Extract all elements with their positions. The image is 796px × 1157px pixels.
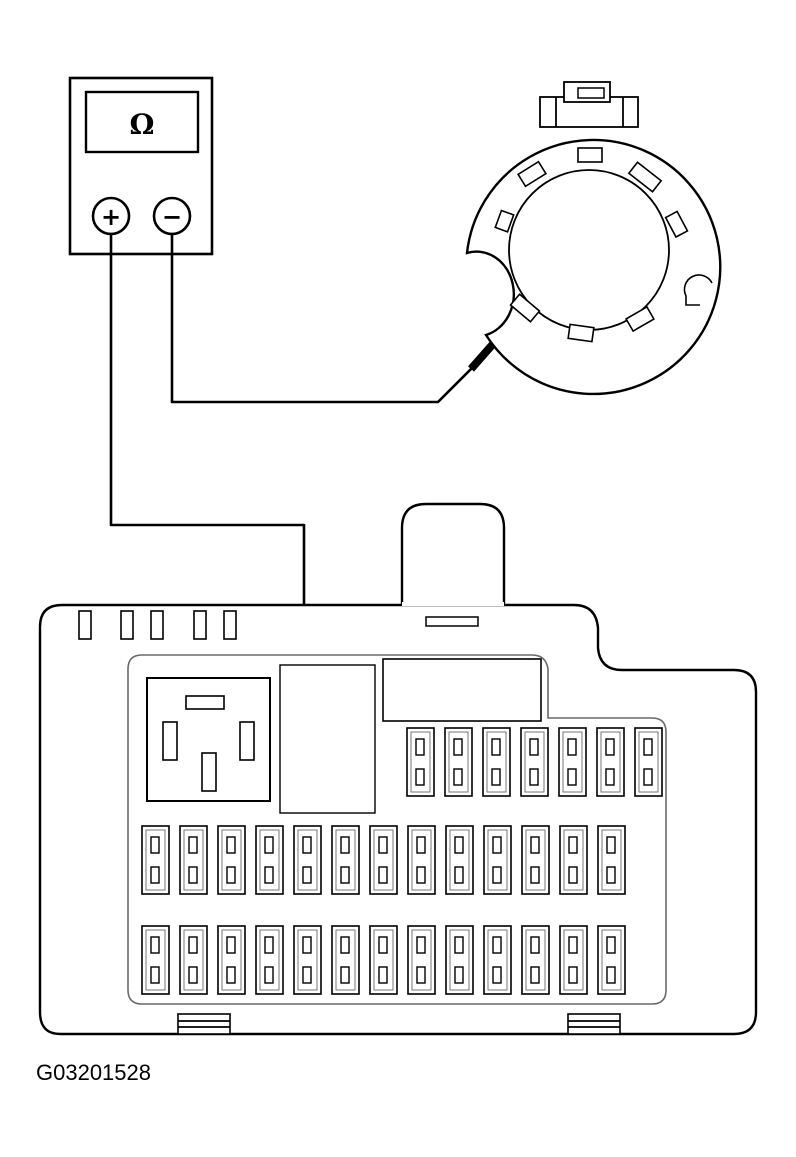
- fuse-cavity: [520, 727, 549, 797]
- fuse-cavity: [179, 925, 208, 995]
- fuse-cavity: [483, 825, 512, 895]
- fuse-cavity: [331, 825, 360, 895]
- clockspring-icon: [465, 81, 722, 396]
- fuse-cavity: [407, 825, 436, 895]
- fuse-cavity: [293, 925, 322, 995]
- fuse-cavity: [293, 825, 322, 895]
- fuse-cavity: [141, 825, 170, 895]
- fuse-cavity: [407, 925, 436, 995]
- fuse-cavity: [482, 727, 511, 797]
- fuse-cavity: [255, 925, 284, 995]
- clockspring-tabs: [494, 147, 713, 343]
- fuse-cavity: [217, 925, 246, 995]
- fuse-cavities: [141, 727, 663, 995]
- fuse-cavity: [521, 825, 550, 895]
- fuse-cavity: [217, 825, 246, 895]
- fuse-cavity: [406, 727, 435, 797]
- fuse-cavity: [369, 925, 398, 995]
- panel-label-area: [382, 658, 542, 722]
- fuse-cavity: [521, 925, 550, 995]
- figure-id: G03201528: [36, 1060, 151, 1085]
- fuse-cavity: [444, 727, 473, 797]
- fuse-cavity: [634, 727, 663, 797]
- fuse-cavity: [369, 825, 398, 895]
- fuse-cavity: [445, 925, 474, 995]
- fuse-cavity: [597, 825, 626, 895]
- panel-latches: [177, 1013, 621, 1035]
- fuse-cavity: [559, 925, 588, 995]
- negative-symbol: −: [162, 203, 182, 231]
- clockspring-connector: [539, 81, 639, 128]
- fuse-cavity: [597, 925, 626, 995]
- fuse-cavity: [255, 825, 284, 895]
- negative-lead: [170, 232, 476, 404]
- fuse-panel-icon: [38, 502, 758, 1036]
- panel-center-block: [279, 664, 376, 814]
- fuse-cavity: [596, 727, 625, 797]
- positive-symbol: +: [101, 203, 121, 231]
- fuse-cavity: [445, 825, 474, 895]
- fuse-cavity: [141, 925, 170, 995]
- fuse-cavity: [559, 825, 588, 895]
- fuse-cavity: [179, 825, 208, 895]
- panel-inner-outline: [127, 654, 667, 1005]
- relay-socket: [146, 677, 271, 802]
- ohm-symbol: Ω: [130, 108, 155, 141]
- ohmmeter-icon: Ω + −: [68, 76, 214, 256]
- fuse-cavity: [558, 727, 587, 797]
- fuse-cavity: [483, 925, 512, 995]
- meter-display: [84, 90, 200, 154]
- fuse-cavity: [331, 925, 360, 995]
- panel-top-slots: [78, 610, 237, 640]
